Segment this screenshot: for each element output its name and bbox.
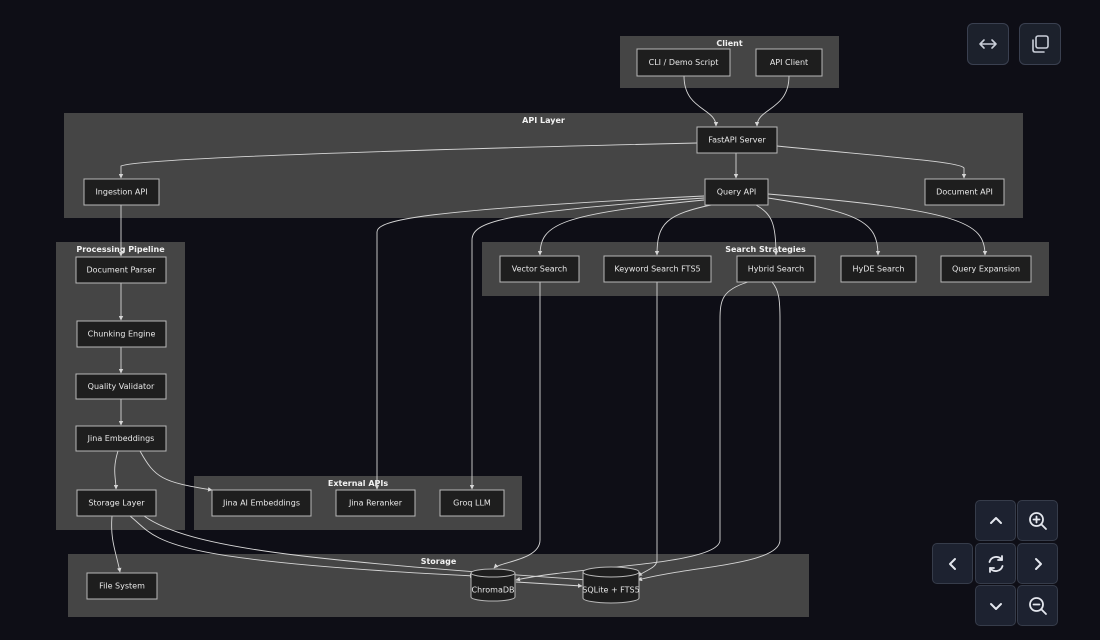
edge-keyword-to-sqlite xyxy=(637,282,658,577)
node-label: Ingestion API xyxy=(95,188,147,197)
node-query-api[interactable]: Query API xyxy=(704,178,769,206)
edge-query-to-hyde xyxy=(767,197,881,256)
pan-left-button[interactable] xyxy=(932,543,973,584)
edge-apiclient-to-fastapi xyxy=(754,75,790,127)
edge-vector-to-chromadb xyxy=(493,282,541,569)
node-file-system[interactable]: File System xyxy=(86,572,158,600)
node-label: Hybrid Search xyxy=(748,265,804,274)
node-label: Quality Validator xyxy=(88,382,155,391)
node-label: Document Parser xyxy=(86,266,156,275)
edge-embeddings-to-jina-ai xyxy=(139,450,213,492)
node-label: Jina AI Embeddings xyxy=(222,499,300,508)
subgraph-title-storage: Storage xyxy=(421,557,457,566)
subgraph-title-api-layer: API Layer xyxy=(522,116,565,125)
edge-hybrid-to-sqlite xyxy=(637,281,781,582)
node-document-parser[interactable]: Document Parser xyxy=(75,256,167,284)
node-label: CLI / Demo Script xyxy=(649,58,719,67)
subgraph-api-layer: API Layer xyxy=(64,113,1023,218)
node-api-client[interactable]: API Client xyxy=(755,48,823,77)
edge-query-to-reranker xyxy=(374,195,705,490)
node-quality-validator[interactable]: Quality Validator xyxy=(75,373,167,400)
node-chromadb[interactable]: ChromaDB xyxy=(470,568,516,602)
node-label: Storage Layer xyxy=(88,499,145,508)
subgraph-title-client: Client xyxy=(716,39,742,48)
node-document-api[interactable]: Document API xyxy=(924,178,1005,206)
subgraph-title-external-apis: External APIs xyxy=(328,479,388,488)
edge-embeddings-to-storage-layer xyxy=(113,450,119,490)
expand-horizontal-icon xyxy=(979,39,997,49)
node-label: Chunking Engine xyxy=(88,330,156,339)
edge-hybrid-to-chromadb xyxy=(515,281,749,582)
edge-query-to-expansion xyxy=(767,193,988,256)
node-jina-embeddings[interactable]: Jina Embeddings xyxy=(75,425,167,452)
copy-button[interactable] xyxy=(1019,23,1061,65)
node-query-expansion[interactable]: Query Expansion xyxy=(940,255,1032,283)
edge-chromadb-to-sqlite xyxy=(515,581,583,589)
zoom-in-icon xyxy=(1028,511,1047,530)
node-jina-reranker[interactable]: Jina Reranker xyxy=(335,489,416,517)
node-label: Vector Search xyxy=(512,265,568,274)
node-label: Keyword Search FTS5 xyxy=(614,265,700,274)
node-vector-search[interactable]: Vector Search xyxy=(499,255,580,283)
edge-cli-to-fastapi xyxy=(683,75,719,127)
pan-down-button[interactable] xyxy=(975,585,1016,626)
edges xyxy=(111,75,988,589)
node-hybrid-search[interactable]: Hybrid Search xyxy=(736,255,816,283)
chevron-up-icon xyxy=(989,516,1002,524)
pan-right-button[interactable] xyxy=(1017,543,1058,584)
subgraph-title-search-strategies: Search Strategies xyxy=(725,245,806,254)
node-hyde-search[interactable]: HyDE Search xyxy=(840,255,917,283)
node-sqlite-fts5[interactable]: SQLite + FTS5 xyxy=(582,566,640,604)
edge-storage-layer-to-filesystem xyxy=(111,515,122,573)
node-label: ChromaDB xyxy=(471,586,514,595)
node-label: Jina Embeddings xyxy=(87,434,155,443)
copy-icon xyxy=(1032,35,1049,53)
node-cli-demo-script[interactable]: CLI / Demo Script xyxy=(636,48,731,77)
node-label: Jina Reranker xyxy=(348,499,403,508)
zoom-out-icon xyxy=(1028,596,1047,615)
chevron-left-icon xyxy=(948,557,956,570)
reset-view-button[interactable] xyxy=(975,543,1016,584)
reset-icon xyxy=(988,554,1003,573)
chevron-right-icon xyxy=(1034,557,1042,570)
fit-width-button[interactable] xyxy=(967,23,1009,65)
node-jina-ai-embeddings[interactable]: Jina AI Embeddings xyxy=(211,489,312,517)
node-label: Query API xyxy=(717,188,757,197)
node-label: SQLite + FTS5 xyxy=(582,586,639,595)
node-groq-llm[interactable]: Groq LLM xyxy=(439,489,505,517)
node-label: Document API xyxy=(936,188,993,197)
edge-query-to-hybrid xyxy=(755,204,779,256)
node-ingestion-api[interactable]: Ingestion API xyxy=(83,178,160,206)
node-chunking-engine[interactable]: Chunking Engine xyxy=(76,320,167,348)
node-label: Groq LLM xyxy=(453,499,491,508)
node-keyword-search-fts5[interactable]: Keyword Search FTS5 xyxy=(603,255,712,283)
node-label: File System xyxy=(99,582,145,591)
node-label: FastAPI Server xyxy=(708,136,766,145)
edge-query-to-keyword xyxy=(654,203,717,256)
subgraph-storage: Storage xyxy=(68,554,809,617)
node-label: API Client xyxy=(770,58,808,67)
node-label: Query Expansion xyxy=(952,265,1020,274)
zoom-in-button[interactable] xyxy=(1017,500,1058,541)
edge-query-to-vector xyxy=(537,199,705,256)
zoom-out-button[interactable] xyxy=(1017,585,1058,626)
edge-fastapi-to-document xyxy=(776,145,967,179)
edge-fastapi-to-ingestion xyxy=(118,142,698,179)
node-fastapi-server[interactable]: FastAPI Server xyxy=(696,126,778,154)
pan-up-button[interactable] xyxy=(975,500,1016,541)
chevron-down-icon xyxy=(989,602,1002,610)
edge-storage-layer-to-chromadb xyxy=(129,515,475,579)
node-storage-layer[interactable]: Storage Layer xyxy=(76,489,157,517)
node-label: HyDE Search xyxy=(853,265,905,274)
edge-query-to-groq xyxy=(469,197,705,490)
